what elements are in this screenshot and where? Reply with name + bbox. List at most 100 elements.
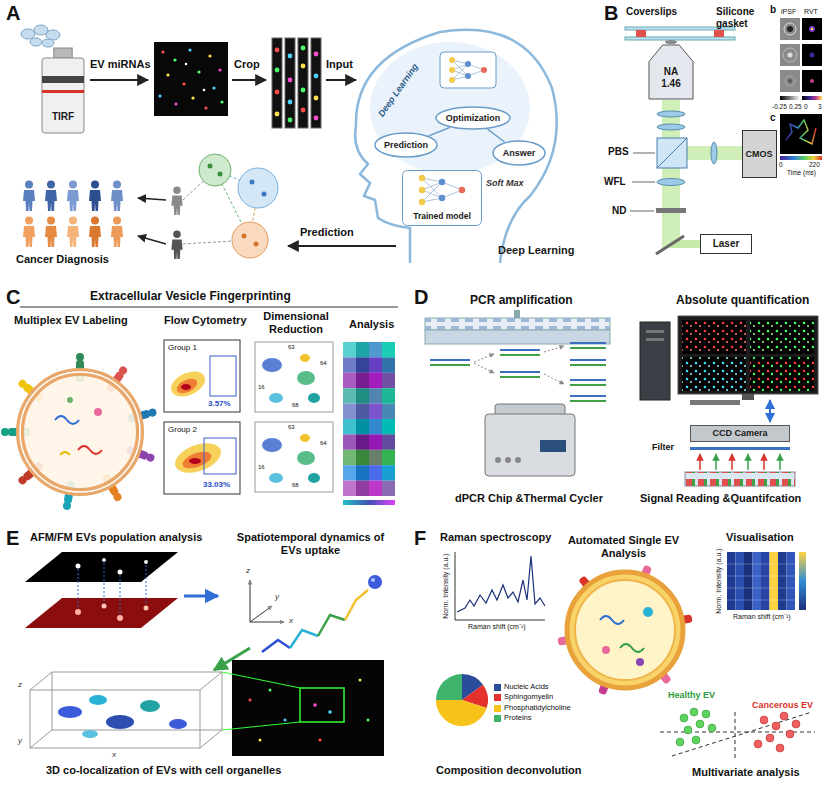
node-text: Optimization (446, 113, 501, 123)
prediction-arrow (288, 246, 396, 247)
axis-title: Norm. Intensity (a.u.) (715, 548, 723, 613)
tsne-plot (300, 354, 310, 362)
label-text: 33.03% (203, 480, 230, 489)
ipsf-rvt-images (810, 53, 815, 58)
flow-plot (181, 448, 214, 471)
detection-optics (731, 454, 733, 470)
cell-cluster (21, 25, 60, 47)
cropped-strips (298, 38, 308, 128)
computer (690, 400, 740, 405)
cell-image (232, 660, 384, 756)
ipsf-rvt-images (780, 114, 822, 154)
thermal-cycler (485, 404, 575, 476)
label-text: 16 (258, 384, 265, 391)
thermal-cycler (495, 457, 501, 463)
cluster-diagram (242, 234, 247, 239)
ipsf-rvt-images (780, 96, 800, 100)
3d-colocalization (30, 672, 52, 690)
cell-cluster (30, 38, 42, 46)
network-icon (449, 77, 455, 83)
cropped-strips (301, 108, 306, 113)
objective-node: TIRF (40, 48, 86, 134)
camera-box: CCD Camera (690, 425, 790, 442)
ipsf-rvt-images (811, 28, 813, 30)
label-text: 3 (818, 103, 822, 110)
ipsf-rvt-images (787, 26, 793, 32)
ellipse-outline (436, 107, 510, 129)
heatmap (727, 552, 736, 610)
raman-spectrum (455, 552, 545, 620)
cropped-strips (301, 64, 306, 69)
tsne-plot (255, 342, 333, 492)
network-icon (449, 67, 455, 73)
cell-image (222, 672, 300, 688)
trajectory (250, 580, 251, 622)
detection-optics (685, 472, 795, 486)
network-icon (440, 52, 496, 88)
pie-chart (436, 674, 488, 726)
label-text: E (6, 527, 19, 550)
ev-sphere (567, 572, 683, 688)
label-text: c (770, 112, 776, 124)
cell-image (300, 688, 344, 722)
cropped-strips (285, 38, 295, 128)
tsne-plot (308, 473, 320, 483)
objective-body (42, 58, 84, 133)
tirf-image (220, 100, 223, 103)
cropped-strips (288, 118, 293, 123)
heatmap (727, 588, 795, 589)
label-text: y (275, 592, 279, 601)
label-text: 3.57% (208, 399, 231, 408)
prediction-arrow (288, 245, 396, 247)
ipsf-rvt-images (810, 79, 814, 83)
label-text: Signal Reading &Quantifcation (640, 492, 801, 505)
label-text: RVT (804, 8, 818, 16)
label-text: Extracellular Vesicle Fingerprinting (90, 290, 291, 304)
computer (678, 316, 818, 394)
cropped-strips (272, 38, 321, 128)
scatter-plot (676, 738, 684, 746)
cropped-strips (288, 100, 293, 105)
dna-strands (570, 347, 606, 349)
flow-plot (181, 384, 191, 390)
label-text: Time (ms) (787, 169, 816, 176)
patient-icons (67, 217, 79, 248)
heatmap (736, 552, 745, 610)
cropped-strips (301, 88, 306, 93)
ev-illustration (145, 453, 155, 463)
label-text: C (6, 286, 20, 309)
fm-afm-images (102, 558, 106, 562)
tirf-image (204, 106, 207, 109)
node-text: TIRF (52, 111, 74, 123)
ipsf-rvt-images (802, 96, 822, 100)
heatmap (727, 564, 795, 565)
model-box-outline (403, 171, 482, 226)
beam-path (657, 138, 687, 168)
label-text: 0.25 (789, 103, 802, 110)
ev-illustration (1, 353, 157, 510)
scatter-plot (776, 744, 784, 752)
trajectory (371, 578, 375, 582)
cell-cluster (42, 39, 54, 47)
thermal-cycler (515, 457, 521, 463)
label-text: 68 (292, 402, 299, 409)
ev-illustration (62, 501, 71, 510)
label-text: Flow Cytometry (164, 314, 247, 327)
label-text: Visualisation (726, 531, 794, 544)
computer (742, 394, 754, 400)
label-text: Raman spectroscopy (440, 531, 551, 544)
network-unit (419, 187, 425, 193)
cell-image (249, 699, 252, 702)
beam-path (711, 142, 717, 164)
3d-colocalization (30, 672, 222, 748)
cropped-strips (314, 52, 319, 57)
flow-arrow (326, 79, 356, 81)
trajectory (250, 606, 272, 622)
dna-strands (570, 384, 606, 386)
node-text: Trained model (413, 212, 471, 222)
heatmap (761, 552, 770, 610)
computer (640, 322, 670, 400)
3d-colocalization (200, 672, 222, 690)
label-text: 68 (292, 482, 299, 489)
